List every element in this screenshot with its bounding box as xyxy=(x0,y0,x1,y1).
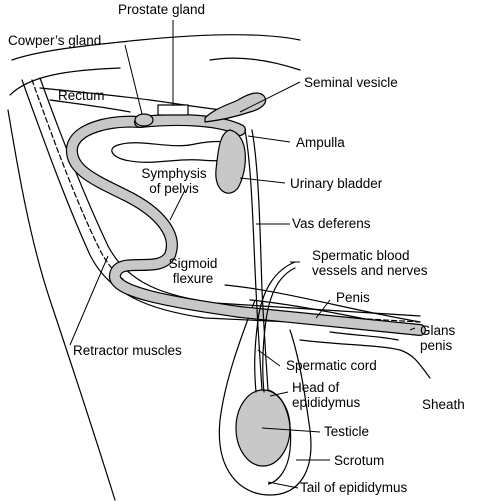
leader-bladder xyxy=(239,177,286,184)
leader-glans xyxy=(409,327,416,331)
label-seminal-vesicle: Seminal vesicle xyxy=(304,75,398,90)
penis-top xyxy=(224,284,421,323)
leader-seminal xyxy=(239,81,301,113)
label-symphysis: Symphysis of pelvis xyxy=(141,166,207,196)
label-vas-deferens: Vas deferens xyxy=(292,216,371,231)
leg-outline xyxy=(7,109,116,501)
label-ampulla: Ampulla xyxy=(296,135,345,150)
label-spermatic-cord: Spermatic cord xyxy=(286,358,377,373)
rectum-outline-bottom xyxy=(49,99,131,113)
urinary-bladder xyxy=(215,129,246,194)
rectum-outline-top xyxy=(39,87,241,113)
label-testicle: Testicle xyxy=(324,424,370,439)
leader-sigmoid xyxy=(169,189,186,221)
leader-retractor xyxy=(69,255,109,346)
retractor-muscle-outer2 xyxy=(39,77,421,317)
label-glans-penis: Glans penis xyxy=(420,323,456,353)
leader-penis xyxy=(315,299,331,319)
label-rectum: Rectum xyxy=(58,88,105,103)
abdomen-outline xyxy=(209,57,301,71)
label-retractor-muscles: Retractor muscles xyxy=(73,343,182,358)
label-spermatic-vessels: Spermatic blood vessels and nerves xyxy=(312,248,428,278)
label-urinary-bladder: Urinary bladder xyxy=(290,176,383,191)
leader-spermatic-cord xyxy=(257,349,281,367)
label-prostate-gland: Prostate gland xyxy=(118,2,206,17)
label-tail-epididymus: Tail of epididymus xyxy=(300,480,408,495)
label-head-epididymus: Head of epididymus xyxy=(292,380,361,410)
epididymus xyxy=(267,389,292,485)
label-sheath: Sheath xyxy=(422,397,465,412)
leader-ampulla xyxy=(247,135,291,143)
spermatic-cord-right xyxy=(262,267,296,393)
label-scrotum: Scrotum xyxy=(334,453,385,468)
scrotum-outline xyxy=(218,299,312,496)
label-sigmoid-flexure: Sigmoid flexure xyxy=(168,256,218,286)
seminal-vesicle xyxy=(204,92,267,123)
leader-head-epididymus xyxy=(269,391,289,397)
sheath-outline xyxy=(299,339,431,379)
cowpers-gland xyxy=(134,113,154,127)
sheath-inner xyxy=(329,331,399,341)
leader-tail-epididymus xyxy=(267,481,299,489)
spermatic-cord-left xyxy=(254,261,296,393)
prostate-gland xyxy=(157,104,189,116)
retractor-muscle-outer xyxy=(21,79,421,329)
body-outline xyxy=(11,34,301,61)
vas-deferens-1 xyxy=(244,129,263,391)
rump-outline xyxy=(9,67,121,96)
leader-lines xyxy=(69,20,416,489)
leader-cowpers xyxy=(124,44,143,115)
vas-deferens-2 xyxy=(251,129,269,391)
label-cowpers-gland: Cowper’s gland xyxy=(8,33,102,48)
label-penis: Penis xyxy=(336,290,370,305)
leader-testicle xyxy=(261,427,321,433)
